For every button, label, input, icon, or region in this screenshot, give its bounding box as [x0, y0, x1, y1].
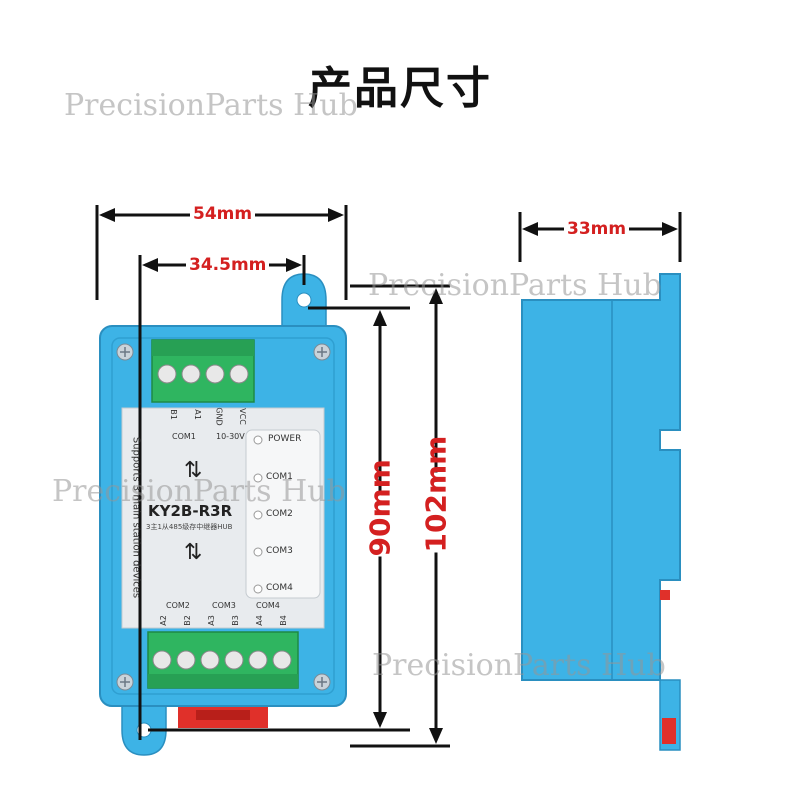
led-icon — [253, 510, 263, 520]
pin-label: GND — [214, 407, 224, 426]
led-panel — [245, 429, 321, 599]
pin-label: A2 — [158, 615, 168, 626]
watermark: PrecisionParts Hub — [64, 88, 358, 123]
side-description: Supports 3 main station devices — [130, 436, 142, 599]
group-label: COM3 — [212, 601, 236, 610]
watermark: PrecisionParts Hub — [52, 474, 346, 509]
led-label-com4: COM4 — [266, 583, 293, 593]
data-flow-down-icon: ⇅ — [184, 540, 203, 565]
device-model: KY2B-R3R — [148, 502, 233, 520]
dimension-arrows — [99, 208, 678, 744]
led-icon — [253, 435, 263, 445]
dimension-height-total: 102mm — [419, 435, 453, 553]
pin-label: A3 — [206, 615, 216, 626]
group-label: COM1 — [172, 432, 196, 441]
page-title: 产品尺寸 — [308, 63, 492, 114]
device-subtitle: 3主1从485级存中继器HUB — [146, 523, 233, 531]
dimension-depth: 33mm — [564, 219, 630, 239]
led-icon — [253, 473, 263, 483]
dimension-width-total: 54mm — [190, 204, 256, 224]
led-label-com1: COM1 — [266, 472, 293, 482]
top-terminal-block — [151, 339, 255, 403]
group-label: COM2 — [166, 601, 190, 610]
pin-label: B3 — [230, 615, 240, 626]
din-clip — [662, 718, 676, 744]
dimension-width-inner: 34.5mm — [186, 255, 270, 275]
watermark: PrecisionParts Hub — [372, 648, 666, 683]
pin-label: B2 — [182, 615, 192, 626]
led-label-com3: COM3 — [266, 546, 293, 556]
watermark: PrecisionParts Hub — [368, 268, 662, 303]
pin-label: A1 — [192, 409, 202, 420]
bottom-terminal-block — [147, 631, 299, 689]
led-icon — [253, 584, 263, 594]
data-flow-up-icon: ⇅ — [184, 458, 203, 483]
led-label-com2: COM2 — [266, 509, 293, 519]
group-label: 10-30V — [216, 432, 245, 441]
group-label: COM4 — [256, 601, 280, 610]
dimension-height-inner: 90mm — [363, 459, 397, 557]
pin-label: A4 — [254, 615, 264, 626]
pin-label: B1 — [168, 409, 178, 420]
led-label-power: POWER — [268, 434, 302, 444]
pin-label: VCC — [237, 408, 247, 425]
pin-label: B4 — [278, 615, 288, 626]
led-icon — [253, 547, 263, 557]
side-view-housing — [521, 273, 681, 751]
